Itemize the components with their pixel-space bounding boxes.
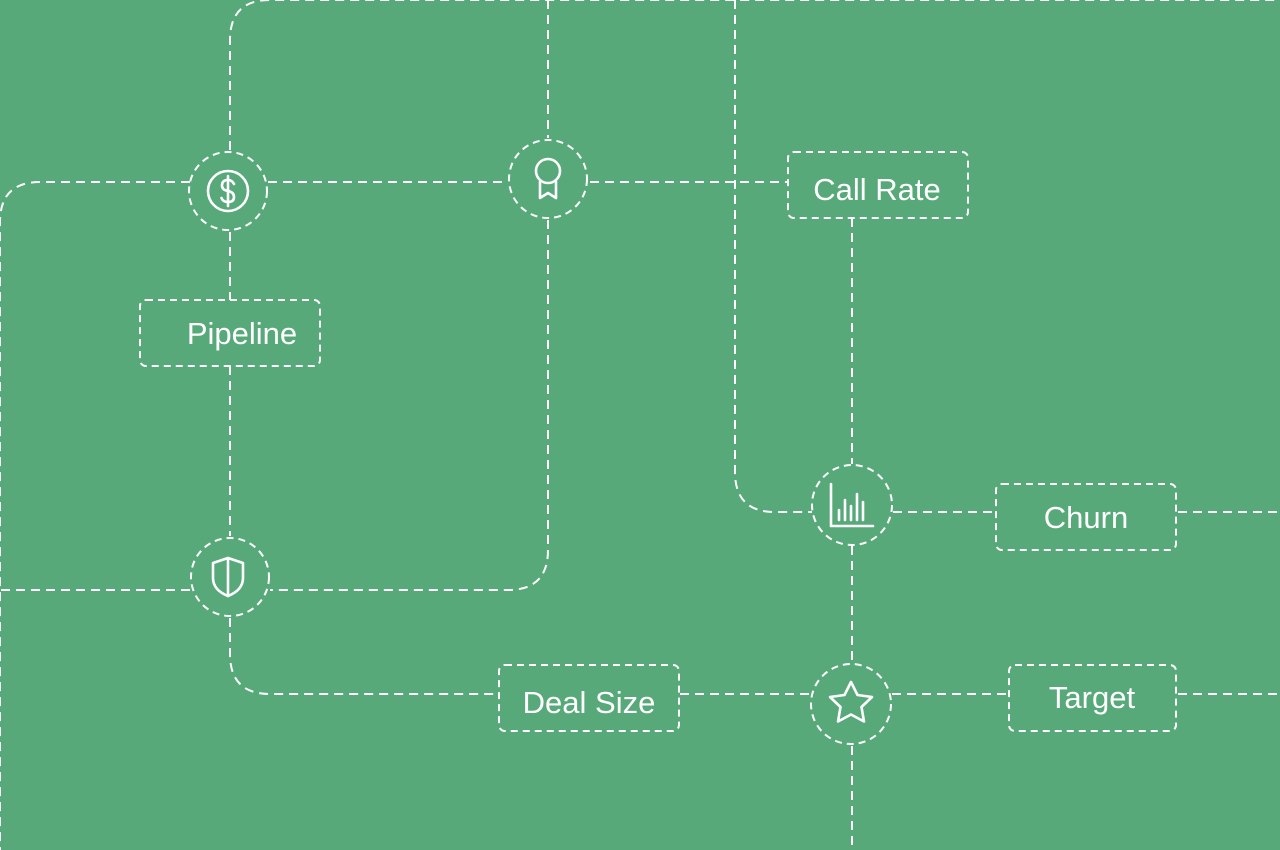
label-churn: Churn	[995, 483, 1177, 551]
node-award	[508, 139, 588, 219]
label-target-text: Target	[1049, 680, 1136, 715]
label-box	[498, 664, 680, 732]
label-box	[995, 483, 1177, 551]
label-pipeline: Pipeline	[139, 299, 321, 367]
connector-award-shield	[270, 220, 549, 591]
node-ring	[810, 663, 892, 745]
connector-top-chart	[734, 0, 812, 513]
node-ring	[188, 151, 268, 231]
connector-left-loop	[0, 181, 190, 850]
label-deal-size-text: Deal Size	[523, 685, 656, 720]
node-shield	[190, 537, 270, 617]
dollar-icon	[206, 169, 250, 213]
star-icon	[828, 680, 874, 723]
label-deal-size: Deal Size	[498, 664, 680, 732]
label-pipeline-text: Pipeline	[187, 316, 297, 351]
label-box	[139, 299, 321, 367]
node-ring	[811, 464, 893, 546]
node-chart	[811, 464, 893, 546]
node-ring	[190, 537, 270, 617]
label-target: Target	[1008, 664, 1177, 732]
award-ribbon-icon	[534, 157, 562, 200]
node-ring	[508, 139, 588, 219]
connector-shield-dealsize	[229, 618, 498, 695]
node-dollar	[188, 151, 268, 231]
connector-top-loop	[229, 0, 1280, 150]
label-call-rate: Call Rate	[787, 151, 969, 219]
node-star	[810, 663, 892, 745]
label-box	[1008, 664, 1177, 732]
label-call-rate-text: Call Rate	[813, 172, 941, 207]
label-box	[787, 151, 969, 219]
shield-icon	[211, 556, 245, 598]
bar-chart-icon	[829, 482, 875, 528]
label-churn-text: Churn	[1044, 500, 1128, 535]
